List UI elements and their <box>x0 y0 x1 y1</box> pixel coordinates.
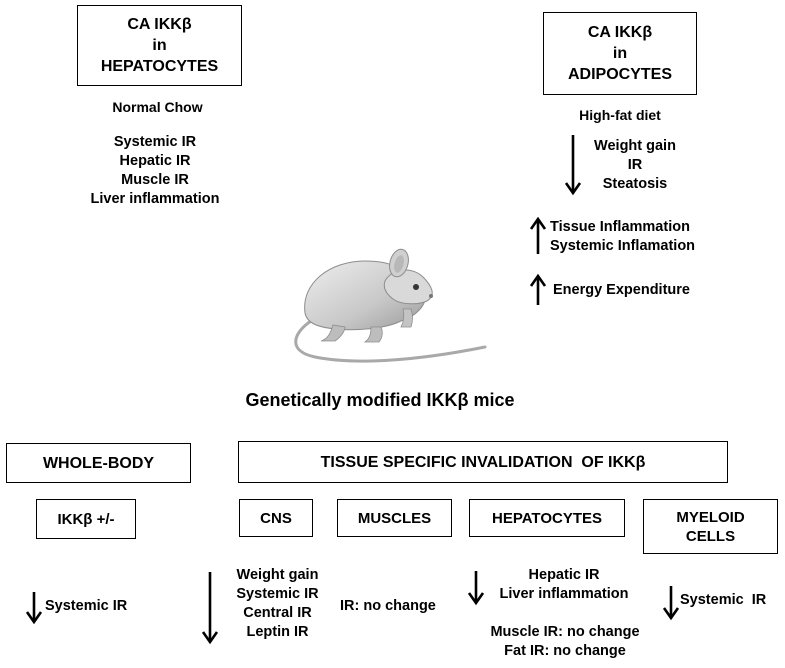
effect-item: Tissue Inflammation <box>550 219 690 235</box>
hepatocytes-decreased-list: Hepatic IR Liver inflammation <box>484 566 644 604</box>
cns-effects-list: Weight gain Systemic IR Central IR Lepti… <box>220 566 335 642</box>
muscles-effect: IR: no change <box>340 598 436 614</box>
myeloid-cells-box: MYELOID CELLS <box>643 499 778 554</box>
effect-item: Fat IR: no change <box>504 643 626 659</box>
box-line: in <box>612 45 628 62</box>
effect-item: IR <box>627 157 643 173</box>
effect-item: Leptin IR <box>246 624 309 640</box>
tissue-specific-box: TISSUE SPECIFIC INVALIDATION OF IKKβ <box>238 441 728 483</box>
box-line: HEPATOCYTES <box>100 58 219 75</box>
hepatocytes-diet: Normal Chow <box>112 99 203 115</box>
effect-item: Hepatic IR <box>528 567 600 583</box>
effect-item: Weight gain <box>594 138 676 154</box>
ikk-heterozygous-label: IKKβ +/- <box>57 510 115 528</box>
mouse-illustration <box>294 248 487 363</box>
adipocytes-inflammation-list: Tissue Inflammation Systemic Inflamation <box>550 218 695 256</box>
cns-box: CNS <box>239 499 313 537</box>
mouse-caption: Genetically modified IKKβ mice <box>245 390 515 410</box>
effect-item: Liver inflammation <box>90 191 220 207</box>
box-line: MYELOID <box>676 508 745 526</box>
effect-item: Systemic IR <box>236 586 319 602</box>
tissue-specific-title: TISSUE SPECIFIC INVALIDATION OF IKKβ <box>320 453 646 471</box>
arrow-down-icon <box>662 586 680 621</box>
arrow-down-icon <box>25 592 43 625</box>
box-line: ADIPOCYTES <box>567 66 672 83</box>
muscles-label: MUSCLES <box>357 509 432 527</box>
arrow-up-icon <box>529 273 547 305</box>
hepatocytes-box: HEPATOCYTES <box>469 499 625 537</box>
effect-item: Hepatic IR <box>119 153 191 169</box>
effect-item: Liver inflammation <box>499 586 629 602</box>
arrow-up-icon <box>529 216 547 254</box>
effect-item: Systemic Inflamation <box>550 238 696 254</box>
ikk-heterozygous-box: IKKβ +/- <box>36 499 136 539</box>
whole-body-effect: Systemic IR <box>45 598 128 614</box>
effect-item: Muscle IR: no change <box>490 624 640 640</box>
box-line: CELLS <box>685 527 736 545</box>
ca-ikk-adipocytes-box: CA IKKβ in ADIPOCYTES <box>543 12 697 95</box>
box-line: in <box>152 37 167 54</box>
effect-item: Muscle IR <box>121 172 189 188</box>
energy-expenditure: Energy Expenditure <box>553 282 690 298</box>
effect-item: Steatosis <box>602 176 668 192</box>
arrow-down-icon <box>201 572 219 645</box>
effect-item: Systemic IR <box>113 134 197 150</box>
myeloid-effect: Systemic IR <box>680 592 767 608</box>
adipocytes-diet: High-fat diet <box>579 107 661 123</box>
ca-ikk-hepatocytes-box: CA IKKβ in HEPATOCYTES <box>77 5 242 86</box>
effect-item: Central IR <box>243 605 312 621</box>
adipocytes-decreased-list: Weight gain IR Steatosis <box>580 137 690 194</box>
hepatocytes-effects: Systemic IR Hepatic IR Muscle IR Liver i… <box>60 133 250 209</box>
box-line: CA IKKβ <box>587 24 653 41</box>
hepatocytes-label: HEPATOCYTES <box>491 509 603 527</box>
hepatocytes-no-change-list: Muscle IR: no change Fat IR: no change <box>470 623 660 661</box>
arrow-down-icon <box>564 135 582 196</box>
effect-item: Weight gain <box>236 567 319 583</box>
whole-body-title: WHOLE-BODY <box>42 454 155 472</box>
muscles-box: MUSCLES <box>337 499 452 537</box>
cns-label: CNS <box>260 509 292 527</box>
whole-body-box: WHOLE-BODY <box>6 443 191 483</box>
arrow-down-icon <box>467 571 485 606</box>
box-line: CA IKKβ <box>127 16 192 33</box>
